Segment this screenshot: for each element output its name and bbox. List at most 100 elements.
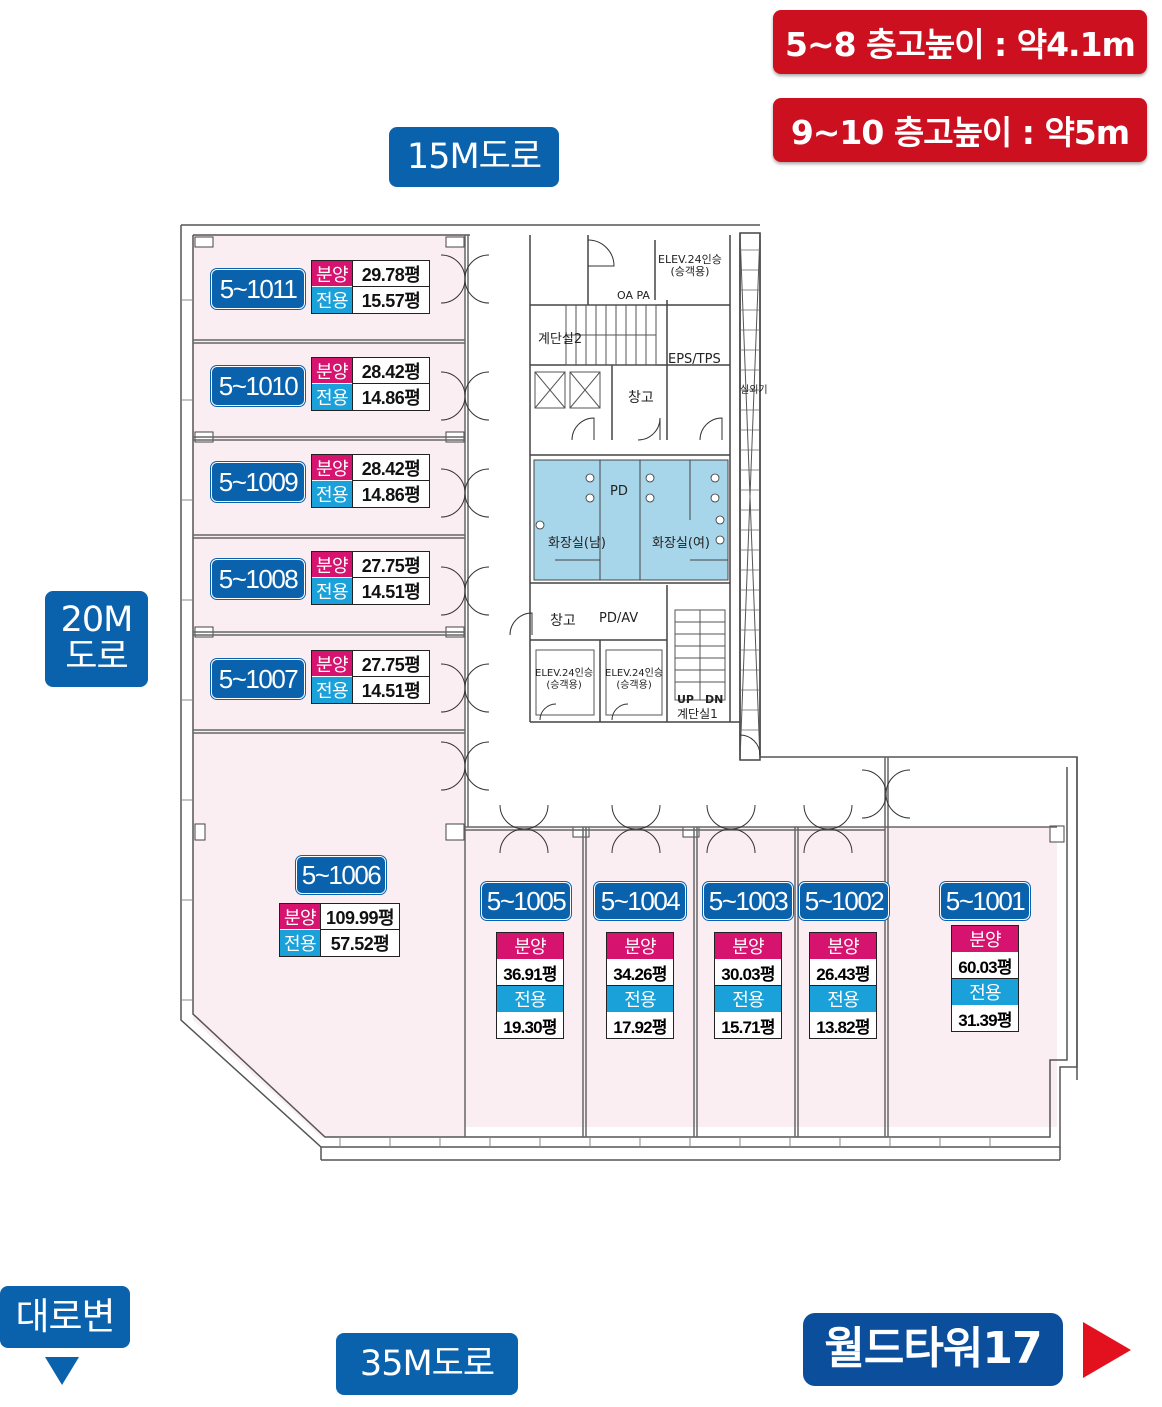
elev-top-text: ELEV.24인승 [658, 253, 722, 266]
exclusive-value: 19.30평 [503, 1017, 557, 1037]
sale-value: 26.43평 [810, 959, 876, 986]
exclusive-value: 31.39평 [958, 1010, 1012, 1030]
sale-value: 60.03평 [952, 952, 1018, 979]
exclusive-label: 전용 [497, 986, 563, 1012]
unit-id: 5~1005 [486, 885, 567, 916]
unit-area-box: 분양 34.26평 전용 17.92평 [606, 932, 674, 1039]
next-arrow-icon[interactable] [1083, 1322, 1131, 1378]
eps-label: EPS/TPS [668, 352, 721, 367]
building-name-text: 월드타워17 [824, 1323, 1042, 1375]
exclusive-value: 15.71평 [721, 1017, 775, 1037]
stair-dn-label: DN [705, 693, 724, 706]
unit-label: 5~1007 [211, 659, 305, 699]
road-top-label: 15M도로 [389, 127, 559, 187]
road-left-label: 20M 도로 [45, 591, 148, 687]
ceiling-height-9-10: 9~10 층고높이 : 약5m [773, 98, 1147, 162]
sale-label: 분양 [607, 933, 673, 959]
unit-id: 5~1006 [301, 859, 382, 890]
unit-area-box: 분양 26.43평 전용 13.82평 [809, 932, 877, 1039]
sale-label: 분양 [810, 933, 876, 959]
unit-area-box: 분양 60.03평 전용 31.39평 [951, 925, 1019, 1032]
exclusive-value: 15.57평 [352, 287, 429, 313]
unit-area-box: 분양 28.42평 전용 14.86평 [311, 454, 430, 508]
exclusive-label: 전용 [952, 979, 1018, 1005]
sale-value: 28.42평 [352, 358, 429, 384]
sale-value: 34.26평 [607, 959, 673, 986]
unit-label: 5~1003 [703, 882, 793, 920]
unit-id: 5~1003 [708, 885, 789, 916]
exclusive-label: 전용 [312, 481, 352, 507]
sale-label: 분양 [715, 933, 781, 959]
road-bottom-label: 35M도로 [336, 1333, 518, 1395]
unit-area-box: 분양 109.99평 전용 57.52평 [279, 903, 400, 957]
ceiling-height-5-8-text: 5~8 층고높이 : 약4.1m [785, 25, 1136, 64]
elev-top-sub: (승객용) [670, 265, 710, 278]
unit-area-box: 분양 27.75평 전용 14.51평 [311, 650, 430, 704]
unit-id: 5~1007 [218, 663, 299, 694]
elev-2-text: ELEV.24인승 [605, 668, 664, 679]
sale-label: 분양 [312, 552, 352, 578]
unit-area-box: 분양 27.75평 전용 14.51평 [311, 551, 430, 605]
sale-value: 28.42평 [352, 455, 429, 481]
ceiling-height-9-10-text: 9~10 층고높이 : 약5m [790, 113, 1130, 152]
sale-value: 109.99평 [320, 904, 399, 930]
unit-area-box: 분양 29.78평 전용 15.57평 [311, 260, 430, 314]
unit-label: 5~1005 [481, 882, 571, 920]
pd-label: PD [610, 484, 628, 499]
sale-value: 27.75평 [352, 552, 429, 578]
sale-value: 29.78평 [352, 261, 429, 287]
restroom-female-label: 화장실(여) [652, 536, 710, 551]
exclusive-label: 전용 [810, 986, 876, 1012]
sale-value: 36.91평 [497, 959, 563, 986]
unit-label: 5~1010 [211, 366, 305, 406]
unit-area-box: 분양 36.91평 전용 19.30평 [496, 932, 564, 1039]
exclusive-value: 57.52평 [320, 930, 399, 956]
stair2-label: 계단실2 [538, 332, 583, 347]
storage-label: 창고 [628, 390, 654, 406]
unit-id: 5~1002 [804, 885, 885, 916]
stair-up-label: UP [677, 693, 694, 706]
exclusive-label: 전용 [312, 384, 352, 410]
road-bottom-text: 35M도로 [359, 1343, 495, 1384]
ceiling-height-5-8: 5~8 층고높이 : 약4.1m [773, 10, 1147, 74]
storage-2-label: 창고 [550, 613, 576, 629]
exclusive-value: 14.86평 [352, 481, 429, 507]
sale-label: 분양 [312, 261, 352, 287]
unit-label: 5~1011 [211, 269, 305, 309]
elev-2-sub: (승객용) [616, 680, 652, 691]
unit-label: 5~1008 [211, 559, 305, 599]
unit-id: 5~1008 [218, 563, 299, 594]
unit-label: 5~1001 [940, 882, 1030, 920]
unit-area-box: 분양 30.03평 전용 15.71평 [714, 932, 782, 1039]
down-arrow-icon [45, 1357, 79, 1385]
sale-label: 분양 [497, 933, 563, 959]
stair1-label: 계단실1 [677, 707, 718, 721]
exclusive-value: 17.92평 [613, 1017, 667, 1037]
road-left-text-1: 20M [60, 600, 134, 641]
outdoor-unit-label: 실외기 [740, 385, 768, 396]
sale-label: 분양 [312, 358, 352, 384]
pdav-label: PD/AV [599, 611, 639, 626]
unit-area-box: 분양 28.42평 전용 14.86평 [311, 357, 430, 411]
building-name-button[interactable]: 월드타워17 [803, 1313, 1063, 1386]
oa-pa-label: OA PA [617, 289, 650, 302]
elev-1-label: ELEV.24인승 (승객용) [535, 668, 593, 692]
main-road-text: 대로변 [15, 1294, 115, 1338]
exclusive-label: 전용 [312, 677, 352, 703]
sale-label: 분양 [312, 455, 352, 481]
exclusive-label: 전용 [715, 986, 781, 1012]
sale-label: 분양 [280, 904, 320, 930]
road-left-text-2: 도로 [65, 637, 128, 677]
exclusive-value: 13.82평 [816, 1017, 870, 1037]
exclusive-value: 14.51평 [352, 578, 429, 604]
sale-label: 분양 [952, 926, 1018, 952]
unit-id: 5~1010 [218, 370, 299, 401]
exclusive-label: 전용 [607, 986, 673, 1012]
restroom-male-label: 화장실(남) [548, 536, 606, 551]
unit-label: 5~1004 [594, 882, 686, 920]
sale-value: 27.75평 [352, 651, 429, 677]
exclusive-label: 전용 [280, 930, 320, 956]
exclusive-value: 14.86평 [352, 384, 429, 410]
sale-value: 30.03평 [715, 959, 781, 986]
